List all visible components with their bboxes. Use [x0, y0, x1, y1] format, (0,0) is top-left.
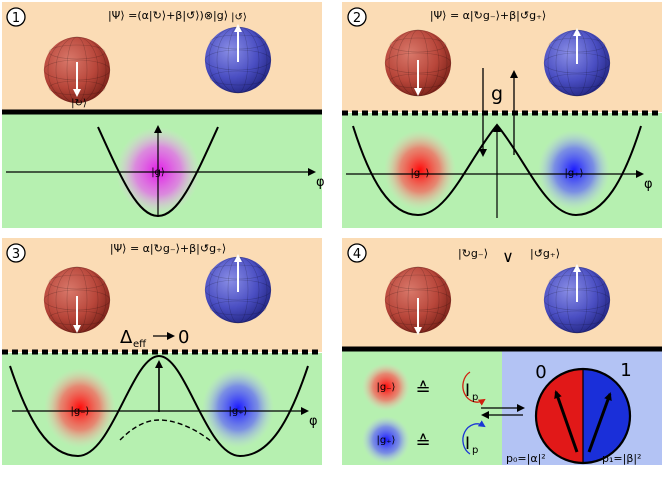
panel-1-right-spin-label: |↺⟩ [231, 12, 247, 23]
panel-1-left-spin-label: |↻⟩ [71, 98, 87, 109]
panel-2-coupling-label: g [491, 83, 503, 105]
panel-4-current-loop-blue [462, 420, 486, 455]
panel-3-double-well [9, 354, 309, 458]
panel-3-state-formula: |Ψ⟩ = α|↻g₋⟩+β|↺g₊⟩ [110, 242, 226, 255]
panel-4-p0-label: p₀=|α|² [506, 452, 546, 465]
panel-4-dial-label-0: 0 [535, 362, 546, 383]
panel-1-number: 1 [12, 11, 20, 26]
panel-4-current-top: I [465, 381, 470, 401]
panel-2: 2 |Ψ⟩ = α|↻g₋⟩+β|↺g₊⟩ g |g₋⟩ |g₊⟩ φ [342, 2, 662, 228]
panel-3-delta-symbol: Δ [120, 327, 133, 348]
panel-4-dial-label-1: 1 [620, 360, 631, 381]
panel-3-left-well-label: |g₋⟩ [71, 406, 90, 417]
panel-2-left-well-label: |g₋⟩ [411, 168, 430, 179]
panel-4-dial-needle-1 [587, 392, 612, 453]
panel-1-number-badge [6, 7, 26, 27]
panel-2-number-badge [347, 7, 367, 27]
panel-4-left-outcome: |↻g₋⟩ [458, 247, 488, 260]
panel-3-delta-target: 0 [178, 327, 189, 348]
panel-3-number: 3 [12, 247, 20, 262]
panel-4-current-bottom-sub: p [472, 445, 478, 456]
panel-3-delta-subscript: eff [133, 339, 147, 350]
panel-3-axis-label: φ [309, 414, 318, 429]
panel-2-axis-label: φ [644, 177, 653, 192]
panel-4-equiv-top: ≙ [415, 379, 430, 400]
panel-4-equiv-bottom: ≙ [415, 432, 430, 453]
panel-2-right-well-label: |g₊⟩ [565, 168, 584, 179]
panel-4-blue-blob-label: |g₊⟩ [377, 435, 396, 446]
panel-4-number-badge [347, 243, 367, 263]
panel-4-p1-label: p₁=|β|² [602, 452, 641, 465]
panel-4-number: 4 [353, 247, 361, 262]
panel-1-potential-well [97, 126, 219, 218]
panel-1-well-label: |g⟩ [151, 167, 165, 178]
panel-4-right-outcome: |↺g₊⟩ [530, 247, 560, 260]
panel-4-current-top-sub: p [472, 392, 478, 403]
panel-3-right-well-label: |g₊⟩ [229, 406, 248, 417]
panel-3-left-blob [44, 368, 116, 448]
panel-3: 3 |Ψ⟩ = α|↻g₋⟩+β|↺g₊⟩ Δ eff 0 |g₋⟩ |g₊⟩ … [2, 238, 322, 465]
panel-4-or-symbol: ∨ [502, 247, 514, 266]
panel-4-red-blob [362, 363, 410, 411]
panel-4-dial-needle-0 [554, 390, 579, 453]
panel-3-number-badge [6, 243, 26, 263]
panel-1: 1 |Ψ⟩ =(α|↻⟩+β|↺⟩)⊗|g⟩ |↻⟩ |↺⟩ |g⟩ φ [2, 2, 325, 228]
panel-2-left-blob [384, 130, 456, 210]
panel-2-state-formula: |Ψ⟩ = α|↻g₋⟩+β|↺g₊⟩ [430, 9, 546, 22]
panel-4-readout-dial [534, 367, 632, 465]
panel-2-double-well [352, 123, 642, 217]
panel-3-right-blob [202, 368, 274, 448]
panel-4-current-bottom: I [465, 434, 470, 454]
panel-4-blue-blob [362, 416, 410, 464]
panel-1-state-formula: |Ψ⟩ =(α|↻⟩+β|↺⟩)⊗|g⟩ [108, 9, 228, 22]
panel-4-current-loop-red [462, 371, 486, 406]
panel-4-red-blob-label: |g₋⟩ [377, 382, 396, 393]
panel-3-lowered-barrier [119, 419, 213, 443]
panel-2-number: 2 [353, 11, 361, 26]
panel-2-right-blob [538, 130, 610, 210]
panel-4: 4 |↻g₋⟩ ∨ |↺g₊⟩ |g₋⟩ |g₊⟩ ≙ ≙ I p I p [342, 238, 662, 465]
panel-1-axis-label: φ [316, 175, 325, 190]
